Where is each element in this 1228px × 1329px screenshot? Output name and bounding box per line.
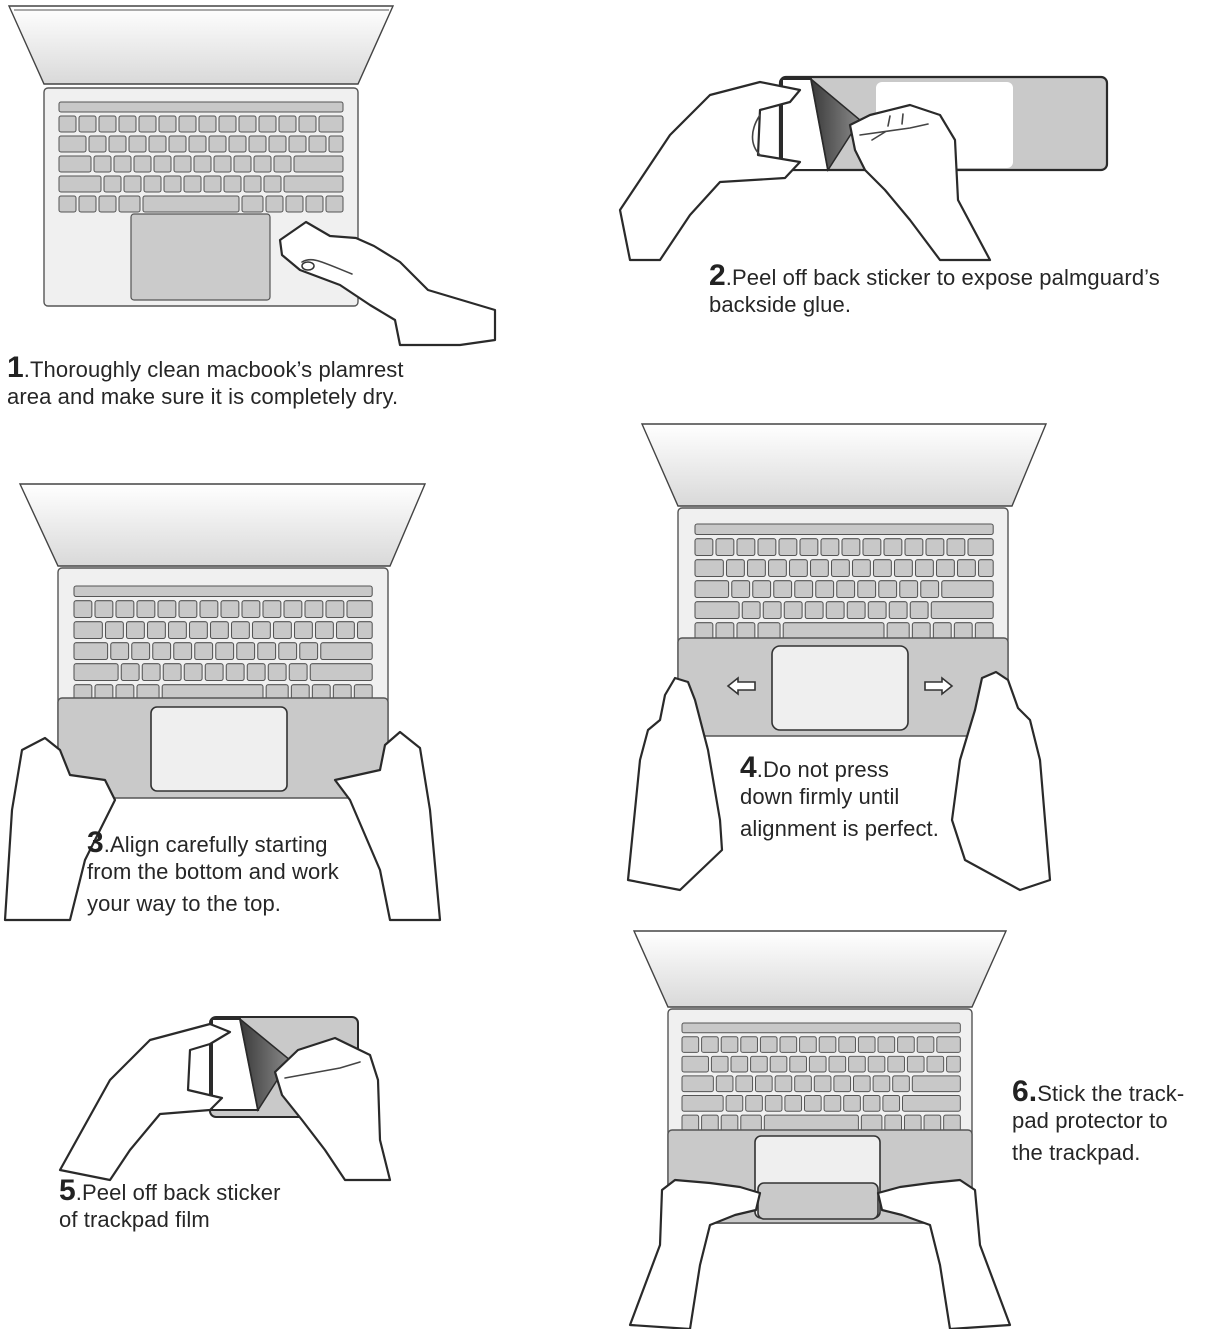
trackpad [771, 645, 909, 731]
step4-instruction: 4.Do not press down firmly until alignme… [740, 751, 939, 842]
trackpad [130, 213, 271, 301]
step3-instruction: 3.Align carefully starting from the bott… [87, 826, 339, 917]
step6-number: 6. [1012, 1075, 1038, 1108]
hand-cloth-icon [278, 220, 497, 347]
step4-illustration [626, 423, 1052, 892]
peeled-backing [809, 77, 861, 172]
step3-illustration [3, 483, 442, 922]
right-hand-icon [273, 1036, 392, 1182]
step2-number: 2 [709, 259, 726, 292]
step5-number: 5 [59, 1174, 76, 1207]
left-hand-icon [626, 676, 724, 892]
left-hand-icon [3, 736, 117, 922]
arrow-left-icon [726, 676, 756, 696]
step1-instruction: 1.Thoroughly clean macbook’s plamrest ar… [7, 351, 404, 410]
right-hand-icon [333, 730, 442, 922]
laptop-screen [632, 930, 1008, 1008]
arrow-right-icon [924, 676, 954, 696]
step5-instruction: 5.Peel off back sticker of trackpad film [59, 1174, 281, 1233]
left-hand-icon [618, 80, 802, 262]
left-hand-icon [58, 1022, 232, 1182]
step2-instruction: 2.Peel off back sticker to expose palmgu… [709, 259, 1160, 318]
step4-number: 4 [740, 751, 757, 784]
step2-illustration [618, 75, 1109, 262]
right-hand-icon [848, 103, 992, 262]
laptop-screen [18, 483, 427, 567]
step1-number: 1 [7, 351, 24, 384]
left-hand-icon [628, 1178, 762, 1329]
step1-illustration [7, 5, 497, 347]
trackpad [150, 706, 288, 792]
laptop-screen [640, 423, 1048, 507]
step6-illustration [628, 930, 1012, 1329]
step6-instruction: 6.Stick the track- pad protector to the … [1012, 1075, 1185, 1166]
step3-number: 3 [87, 826, 104, 859]
laptop-screen [7, 5, 395, 85]
peeled-backing [238, 1017, 291, 1112]
step5-illustration [58, 1016, 392, 1182]
right-hand-icon [950, 670, 1052, 892]
trackpad-film [757, 1182, 879, 1220]
right-hand-icon [876, 1178, 1012, 1329]
